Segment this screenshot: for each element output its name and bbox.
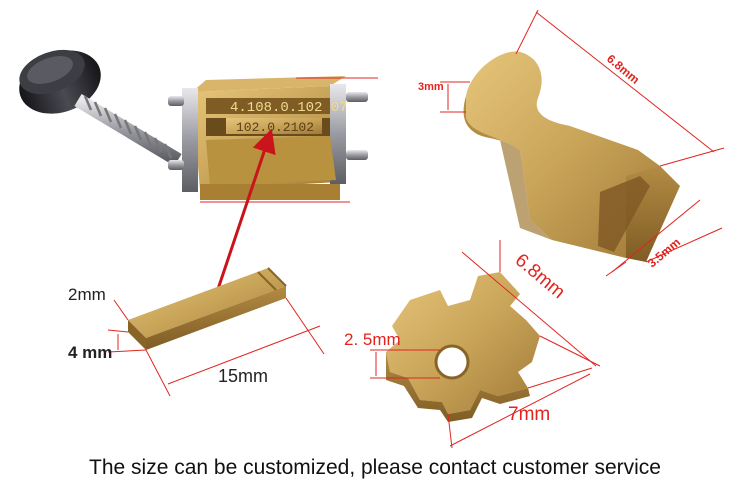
customization-caption: The size can be customized, please conta… [89,456,661,479]
engraved-top-text: 4.108.0.102 07 [230,100,348,116]
tall-type-dimensions [440,9,725,277]
stamp-holder: 4.108.0.102 07 102.0.2102 [19,49,378,203]
pointer-arrow [213,128,276,299]
square-hole-label: 2. 5mm [344,330,401,349]
bar-height-label: 2mm [68,285,106,304]
square-bottom-label: 7mm [508,404,550,425]
bar-type-piece [128,267,287,350]
engraved-bottom-text: 102.0.2102 [236,120,314,135]
spring [74,93,182,167]
holder-body: 4.108.0.102 07 102.0.2102 [168,76,368,200]
square-side-label: 6.8mm [511,250,569,303]
bar-type-dimensions [107,297,325,397]
square-type-piece [386,272,540,422]
tall-type-piece [463,51,680,262]
bar-width-label: 4 mm [68,343,112,362]
square-type-dimensions [370,240,601,449]
bar-length-label: 15mm [218,366,268,386]
knob [19,49,101,114]
tall-length-label: 6.8mm [604,52,642,87]
tall-neck-label: 3mm [418,81,444,93]
center-hole [434,344,470,380]
